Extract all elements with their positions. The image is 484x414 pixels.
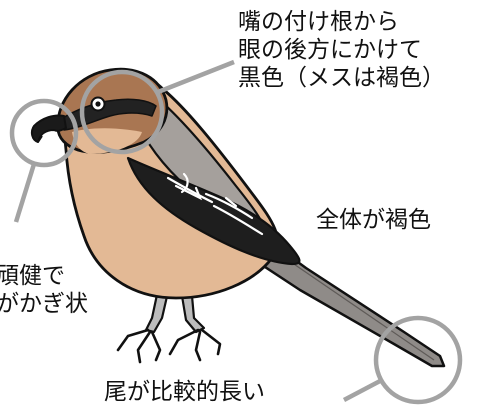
legs [144, 288, 206, 334]
label-line: 頑健で [0, 263, 65, 289]
eye-pupil [95, 101, 101, 107]
leader-line-eye [157, 59, 235, 95]
callout-circle-beak [9, 98, 79, 168]
leader-line-beak [13, 163, 37, 223]
label-line: 嘴の付け根から [238, 9, 399, 35]
wing-white-markings [166, 172, 264, 236]
leader-line-tail [342, 378, 384, 402]
callout-circle-tail [373, 315, 463, 405]
label-tail-length: 尾が比較的長い [104, 379, 265, 405]
label-beak-to-eye-mask: 嘴の付け根から 眼の後方にかけて 黒色（メスは褐色） [238, 8, 482, 92]
label-line: がかぎ状 [0, 291, 88, 317]
label-line: 黒色（メスは褐色） [238, 65, 445, 91]
label-body-color: 全体が褐色 [316, 207, 431, 233]
feet [116, 328, 222, 364]
label-bill-shape: 頑健で がかぎ状 [0, 262, 88, 318]
beak-hook-tip [37, 135, 43, 143]
label-line: 眼の後方にかけて [238, 37, 422, 63]
wing [126, 156, 301, 266]
callout-circle-eye [79, 69, 165, 155]
